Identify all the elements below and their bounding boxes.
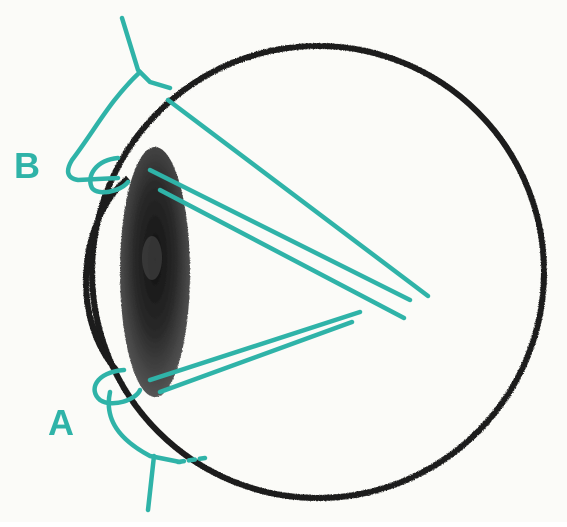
lower-ray-2 [160,322,352,392]
label-b: B [14,148,40,184]
lower-dash [178,458,205,462]
upper-ligament-line [122,18,170,88]
lower-ligament-line [148,456,154,510]
pupil-highlight [142,236,162,280]
label-a: A [48,405,74,441]
upper-ray-2 [160,190,404,318]
